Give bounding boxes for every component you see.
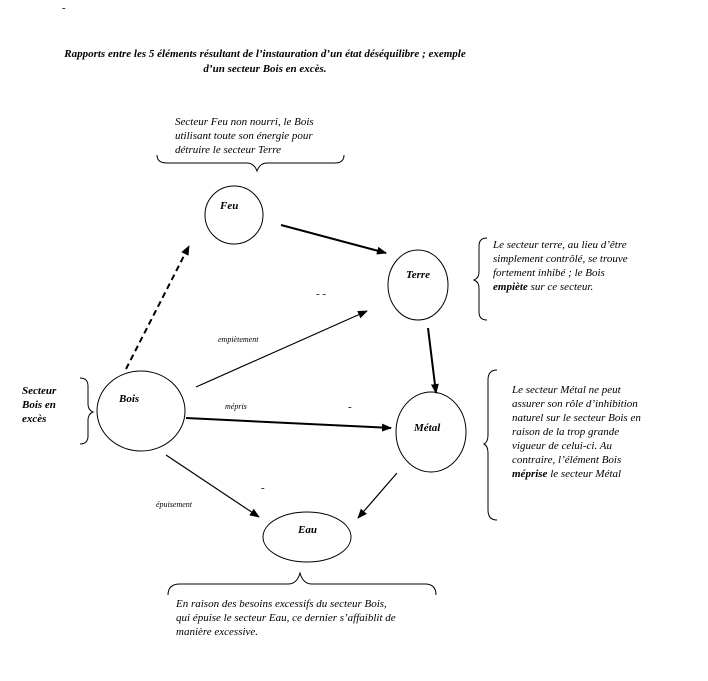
- arrow-bois-eau: [165, 454, 260, 518]
- eau-note-line-1: En raison des besoins excessifs du secte…: [176, 598, 387, 610]
- metal-note-brace: [482, 369, 498, 521]
- bois-side-label: Secteur Bois en excès: [22, 384, 56, 426]
- arrow-feu-terre: [280, 224, 387, 255]
- dash-mark-a: -: [348, 401, 352, 413]
- bois-circle: [96, 370, 186, 452]
- bois-side-line-1: Secteur: [22, 385, 57, 397]
- feu-label: Feu: [220, 200, 239, 212]
- terre-circle: [387, 249, 449, 321]
- metal-note-line-3: naturel sur le secteur Bois en: [512, 412, 641, 424]
- top-dash-mark: -: [62, 2, 66, 14]
- arrow-bois-terre: [195, 310, 368, 388]
- bois-side-line-2: Bois en: [22, 399, 56, 411]
- bois-brace: [79, 377, 95, 445]
- terre-note-line-2: simplement contrôlé, se trouve: [493, 253, 628, 265]
- arrow-bois-feu: [125, 245, 190, 370]
- eau-note-brace: [167, 571, 437, 596]
- diagram-title: Rapports entre les 5 éléments résultant …: [0, 47, 530, 77]
- metal-note-line-6: contraire, l’élément Bois: [512, 454, 622, 466]
- terre-note-line-4: empiète sur ce secteur.: [493, 280, 628, 294]
- metal-note-line-2: assurer son rôle d’inhibition: [512, 398, 638, 410]
- empietement-label: empiètement: [218, 335, 259, 344]
- terre-label: Terre: [406, 269, 431, 281]
- feu-circle: [204, 185, 264, 245]
- title-line-1: Rapports entre les 5 éléments résultant …: [64, 48, 466, 60]
- bois-side-line-3: excès: [22, 413, 47, 425]
- terre-note-emphasis: empiète: [493, 281, 528, 293]
- bois-label: Bois: [119, 393, 140, 405]
- feu-note-line-1: Secteur Feu non nourri, le Bois: [175, 116, 314, 128]
- empietement-gap: [214, 332, 276, 348]
- eau-note: En raison des besoins excessifs du secte…: [176, 597, 396, 639]
- terre-note-line-4-rest: sur ce secteur.: [527, 281, 594, 293]
- metal-note-line-4: raison de la trop grande: [512, 426, 620, 438]
- epuisement-label: épuisement: [156, 500, 192, 509]
- metal-note-emphasis: méprise: [512, 468, 548, 480]
- terre-note-line-3: fortement inhibé ; le Bois: [493, 267, 605, 279]
- arrow-metal-eau: [357, 472, 398, 519]
- metal-note-line-5: vigueur de celui-ci. Au: [512, 440, 612, 452]
- title-line-2: d’un secteur Bois en excès.: [203, 63, 327, 75]
- arrow-bois-metal: [185, 417, 392, 432]
- arrow-terre-metal: [427, 327, 439, 394]
- metal-note-line-7: méprise le secteur Métal: [512, 467, 641, 481]
- feu-note-line-2: utilisant toute son énergie pour: [175, 130, 313, 142]
- metal-note: Le secteur Métal ne peut assurer son rôl…: [512, 383, 641, 481]
- eau-note-line-2: qui épuise le secteur Eau, ce dernier s’…: [176, 612, 396, 624]
- double-dash-mark: - -: [316, 288, 327, 300]
- eau-circle: [262, 511, 352, 563]
- eau-note-line-3: manière excessive.: [176, 626, 259, 638]
- metal-label: Métal: [414, 422, 441, 434]
- terre-note-brace: [472, 237, 488, 321]
- feu-note: Secteur Feu non nourri, le Bois utilisan…: [175, 115, 314, 157]
- terre-note-line-1: Le secteur terre, au lieu d’être: [493, 239, 627, 251]
- feu-note-brace: [156, 154, 345, 173]
- mepris-label: mépris: [225, 402, 247, 411]
- feu-note-line-3: détruire le secteur Terre: [175, 144, 282, 156]
- metal-note-line-7-rest: le secteur Métal: [547, 468, 622, 480]
- metal-note-line-1: Le secteur Métal ne peut: [512, 384, 621, 396]
- eau-label: Eau: [298, 524, 317, 536]
- dash-mark-b: -: [261, 482, 265, 494]
- terre-note: Le secteur terre, au lieu d’être simplem…: [493, 238, 628, 294]
